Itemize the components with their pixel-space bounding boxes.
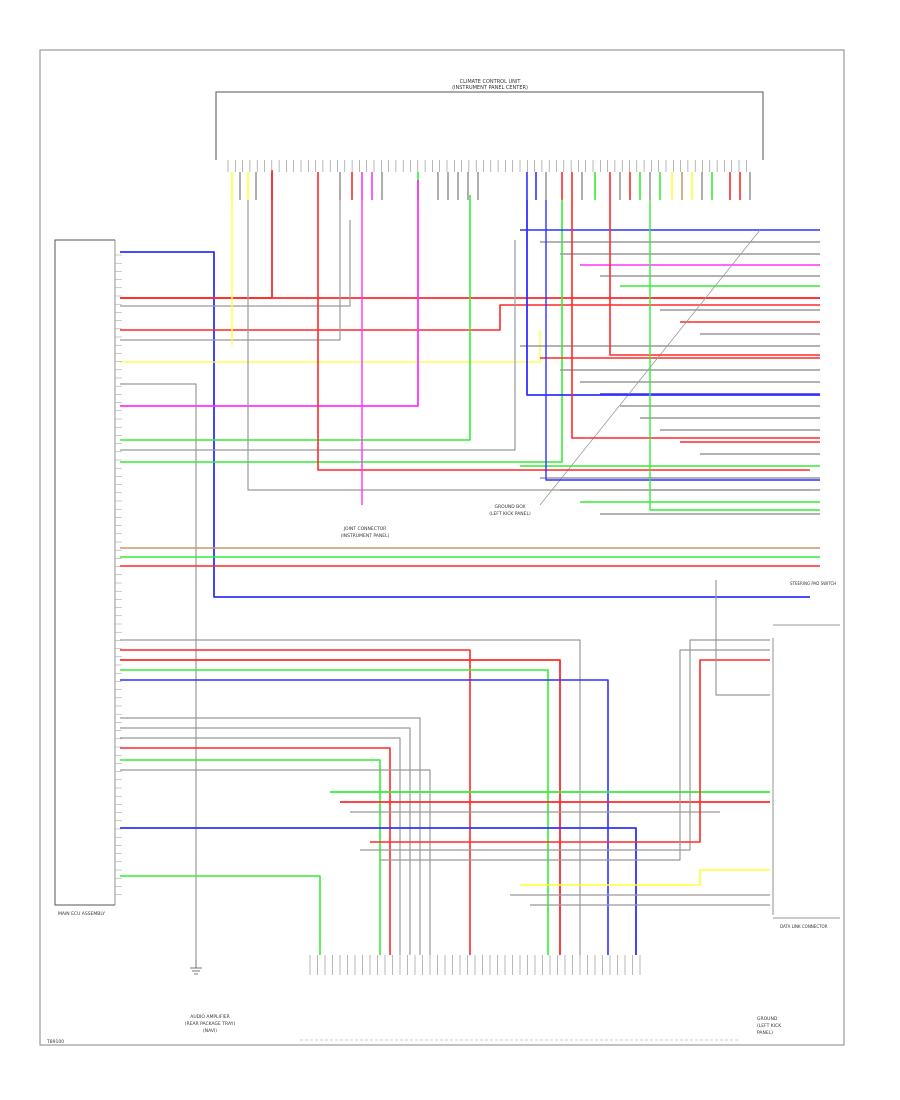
wire-gray-low-4 xyxy=(120,737,401,955)
bottom-right-label-1: GROUND xyxy=(757,1016,778,1022)
bottom-right-label-3: PANEL) xyxy=(757,1030,773,1036)
ground-box-sublabel: (LEFT KICK PANEL) xyxy=(489,511,531,517)
wire-gray-1 xyxy=(120,220,351,307)
wire-green-1 xyxy=(120,195,471,441)
wire-red-low-1 xyxy=(120,649,471,955)
wire-yellow-1 xyxy=(120,330,541,363)
wire-gray-low-3 xyxy=(120,727,411,955)
bottom-left-label-2: (REAR PACKAGE TRAY) xyxy=(185,1021,236,1027)
ground-box-label: GROUND BOX xyxy=(494,504,525,510)
right-lower-label: DATA LINK CONNECTOR xyxy=(780,924,828,929)
wire-red-2 xyxy=(120,304,820,331)
wire-green-v1 xyxy=(649,200,820,511)
wire-ground xyxy=(120,383,197,960)
wire-red-v1 xyxy=(317,200,810,471)
wire-gray-low-5 xyxy=(120,769,431,955)
wire-gray-right-1 xyxy=(360,639,770,851)
top-unit-box xyxy=(215,91,764,160)
joint-connector-label: JOINT CONNECTOR xyxy=(343,526,387,532)
footer-code: T89100 xyxy=(46,1039,64,1045)
wire-magenta xyxy=(120,180,419,407)
right-top-label: STEERING PAD SWITCH xyxy=(790,581,836,586)
wire-gray-3 xyxy=(120,240,516,451)
wire-red-top xyxy=(120,170,273,299)
wire-gray-low-1 xyxy=(120,639,581,955)
wire-blue-low-1 xyxy=(120,679,609,955)
joint-connector-sublabel: (INSTRUMENT PANEL) xyxy=(341,533,390,539)
left-unit-title: MAIN ECU ASSEMBLY xyxy=(58,911,105,917)
wire-green-2 xyxy=(120,200,563,463)
wire-gray-low-2 xyxy=(120,717,421,955)
wire-gray-right-2 xyxy=(380,649,770,861)
wire-gray-right-3 xyxy=(715,580,770,696)
wire-gray-2 xyxy=(120,190,341,341)
wire-red-low-3 xyxy=(120,747,391,955)
top-unit-title: CLIMATE CONTROL UNIT xyxy=(460,79,522,85)
wire-gray-v1 xyxy=(247,200,810,491)
wire-red-right-1 xyxy=(370,659,770,843)
top-unit-subtitle: (INSTRUMENT PANEL CENTER) xyxy=(452,85,528,91)
bottom-left-label-1: AUDIO AMPLIFIER xyxy=(190,1014,230,1020)
wire-yellow-right xyxy=(520,869,770,886)
wire-blue-long xyxy=(120,251,810,598)
bottom-left-label-3: (NAVI) xyxy=(203,1028,217,1034)
wire-red-v3 xyxy=(609,200,820,356)
wire-blue-v1 xyxy=(526,200,820,396)
left-unit-box xyxy=(54,239,115,906)
wire-group xyxy=(120,170,820,960)
wire-red-v2 xyxy=(571,200,820,439)
wire-green-low-2 xyxy=(120,759,381,955)
wire-red-low-2 xyxy=(120,659,561,955)
wire-blue-low-2 xyxy=(120,827,637,955)
wire-blue-v2 xyxy=(545,200,820,481)
pin-group xyxy=(115,160,747,975)
bottom-right-label-2: (LEFT KICK xyxy=(757,1023,782,1029)
wire-green-low-3 xyxy=(120,875,321,955)
ground-icon xyxy=(190,960,202,975)
diagram-frame xyxy=(39,49,845,1046)
